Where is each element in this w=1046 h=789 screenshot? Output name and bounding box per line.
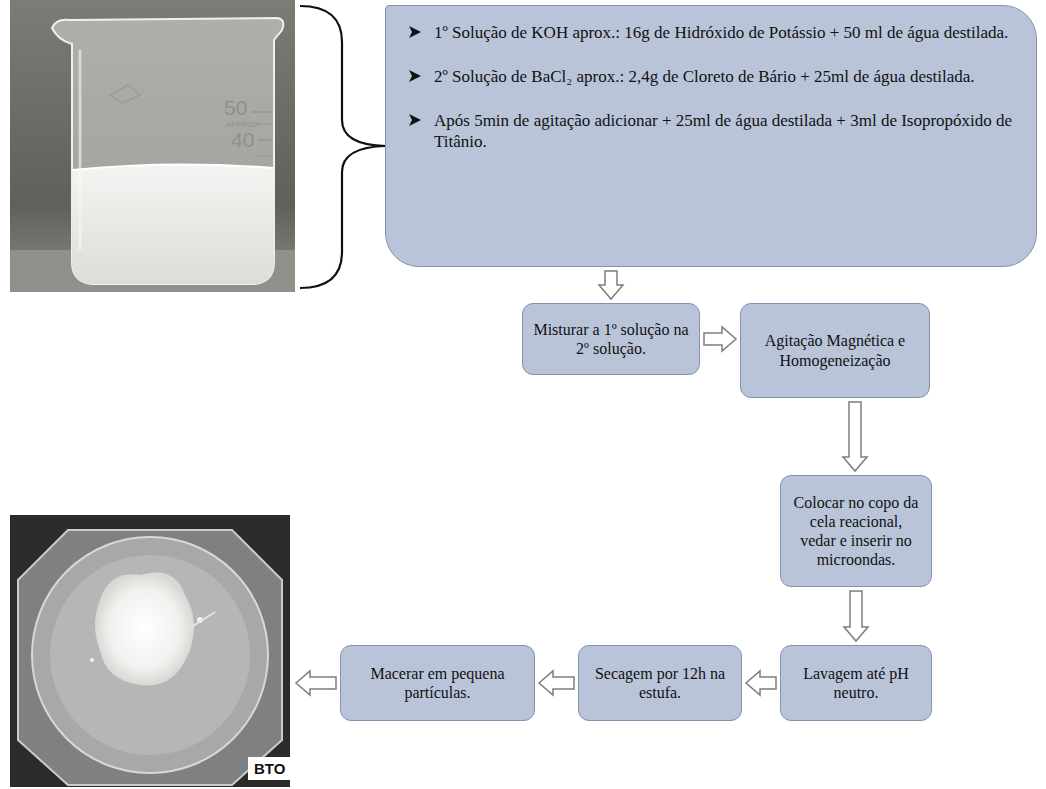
block-arrow [599, 271, 623, 299]
box-text: Lavagem até pH neutro. [791, 664, 921, 702]
process-box: Macerar em pequena partículas. [340, 645, 535, 721]
beaker-photo [10, 0, 295, 292]
block-arrow [843, 402, 867, 471]
bullet-item: 2º Solução de BaCl₂ aprox.: 2,4g de Clor… [408, 66, 1014, 88]
beaker-marking: 50 [224, 96, 247, 120]
block-arrow [746, 671, 776, 695]
bullet-item: Após 5min de agitação adicionar + 25ml d… [408, 110, 1014, 154]
bullet-arrow [408, 25, 422, 39]
block-arrow [704, 327, 736, 351]
block-arrow [539, 671, 574, 695]
step-text: Após 5min de agitação adicionar + 25ml d… [434, 110, 1014, 154]
bullet-arrow [408, 69, 422, 83]
box-text: Secagem por 12h na estufa. [589, 664, 731, 702]
process-box: Lavagem até pH neutro. [780, 645, 932, 721]
step-text: 2º Solução de BaCl₂ aprox.: 2,4g de Clor… [434, 66, 975, 88]
photo-tag: BTO [248, 757, 291, 780]
process-box: Misturar a 1º solução na 2º solução. [522, 303, 700, 375]
box-text: Macerar em pequena partículas. [351, 664, 524, 702]
beaker-marking: APPROX [226, 120, 259, 129]
block-arrow [296, 671, 336, 695]
beaker-marking: 40 [231, 128, 254, 152]
powder-photo [10, 515, 290, 787]
block-arrow [844, 591, 868, 641]
box-text: Colocar no copo da cela reacional, vedar… [791, 493, 921, 570]
recipe-box: 1º Solução de KOH aprox.: 16g de Hidróxi… [385, 5, 1037, 267]
step-text: 1º Solução de KOH aprox.: 16g de Hidróxi… [434, 22, 1008, 44]
box-text: Misturar a 1º solução na 2º solução. [533, 320, 689, 358]
bullet-item: 1º Solução de KOH aprox.: 16g de Hidróxi… [408, 22, 1014, 44]
process-box: Agitação Magnética e Homogeneização [740, 303, 930, 398]
process-box: Secagem por 12h na estufa. [578, 645, 742, 721]
process-box: Colocar no copo da cela reacional, vedar… [780, 475, 932, 587]
box-text: Agitação Magnética e Homogeneização [751, 331, 919, 369]
bullet-arrow [408, 113, 422, 127]
curly-bracket [300, 6, 386, 288]
